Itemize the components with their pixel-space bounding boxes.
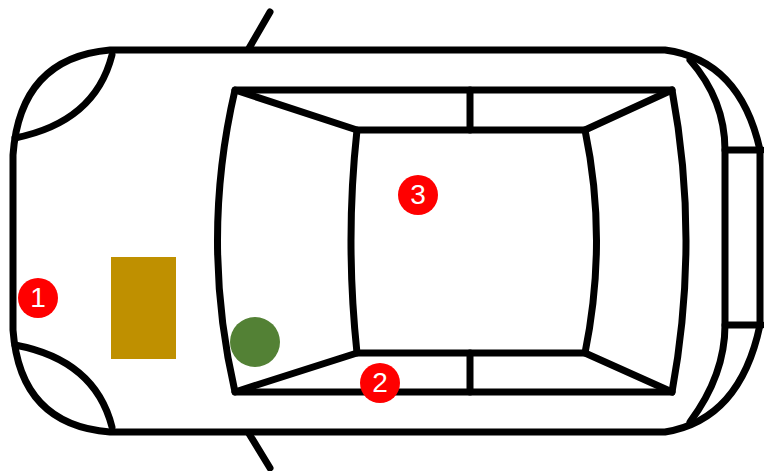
rear-edge: [725, 322, 762, 329]
door-mirror: [248, 432, 270, 468]
b-pillar: [467, 90, 474, 130]
callout-number: 3: [398, 175, 438, 215]
pillar: [585, 90, 672, 130]
engine-block: [111, 257, 176, 359]
cabin-outline: [218, 90, 687, 392]
roof: [351, 130, 597, 353]
rear-window: [690, 60, 725, 422]
callout-number: 2: [360, 363, 400, 403]
callout-number: 1: [18, 278, 58, 318]
b-pillar: [467, 353, 474, 392]
door-mirror: [248, 12, 270, 50]
car-body: [13, 50, 760, 432]
pillar: [585, 353, 672, 392]
rear-edge: [725, 147, 762, 154]
wheel-arch: [15, 345, 112, 427]
pillar: [235, 90, 357, 130]
wheel-arch: [15, 55, 112, 138]
steering-wheel: [230, 317, 280, 367]
